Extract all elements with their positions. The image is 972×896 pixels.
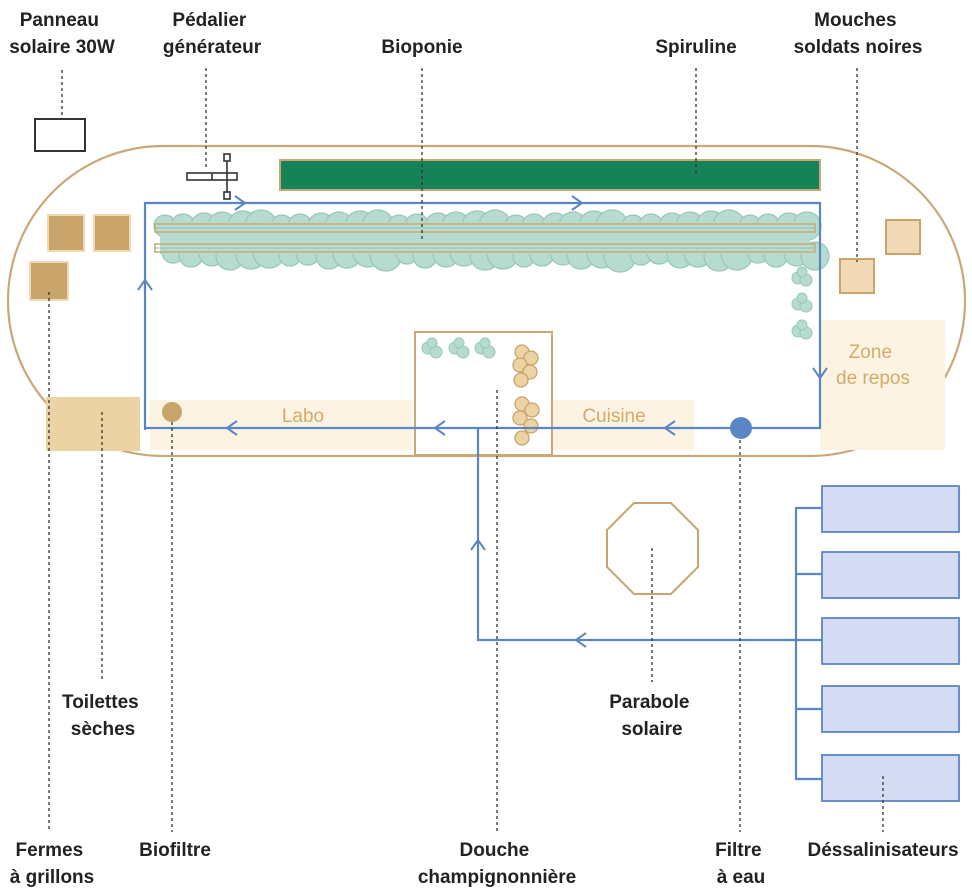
labo-zone xyxy=(150,400,412,450)
rest-zone-plants xyxy=(791,266,813,340)
solar-parabola-icon xyxy=(606,502,699,595)
label-biofiltre: Biofiltre xyxy=(139,840,211,861)
desalinators xyxy=(821,485,960,802)
solar-panel-icon xyxy=(34,118,86,152)
label-filtre: Filtre à eau xyxy=(715,840,767,888)
water-intake-pipe xyxy=(476,428,796,642)
fly-box-1 xyxy=(885,219,921,255)
flow-arrows xyxy=(137,195,828,648)
leader-lines xyxy=(48,68,884,832)
zone-label-labo: Labo xyxy=(282,406,324,427)
label-dessal: Déssalinisateurs xyxy=(807,840,958,861)
label-douche: Douche champignonnière xyxy=(418,840,576,888)
label-mouches: Mouches soldats noires xyxy=(794,10,923,58)
desalinator-manifold xyxy=(794,506,822,781)
bioponics-beds xyxy=(153,209,830,273)
shower-plants xyxy=(421,337,496,359)
label-panneau: Panneau solaire 30W xyxy=(9,10,115,58)
cricket-farm-1 xyxy=(47,214,85,252)
label-fermes: Fermes à grillons xyxy=(10,840,94,888)
label-pedalier: Pédalier générateur xyxy=(163,10,262,58)
cricket-farm-2 xyxy=(93,214,131,252)
zone-label-repos: Zone de repos xyxy=(836,342,910,389)
label-spiruline: Spiruline xyxy=(655,37,736,58)
biofilter-icon xyxy=(162,402,182,422)
pedal-generator-icon xyxy=(186,153,238,200)
fly-box-2 xyxy=(839,258,875,294)
rest-zone xyxy=(820,320,945,450)
spirulina-tank xyxy=(279,159,821,191)
toilet-zone xyxy=(46,397,140,451)
mushroom-logs xyxy=(512,344,540,446)
water-filter-icon xyxy=(730,417,752,439)
label-parabole: Parabole solaire xyxy=(609,692,695,740)
label-bioponie: Bioponie xyxy=(381,37,462,58)
zone-label-cuisine: Cuisine xyxy=(582,406,645,427)
label-toilettes: Toilettes sèches xyxy=(62,692,144,740)
